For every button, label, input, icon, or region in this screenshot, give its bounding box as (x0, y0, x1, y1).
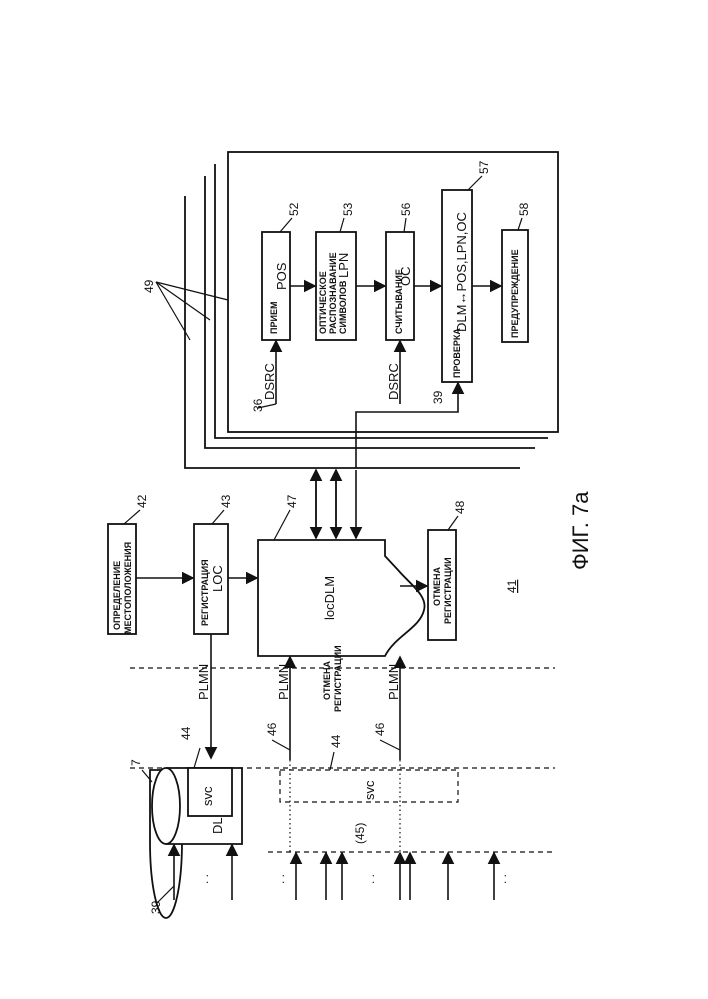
ref-42: 42 (135, 494, 149, 508)
opredelenie-line2: МЕСТОПОЛОЖЕНИЯ (123, 542, 133, 634)
ref-39-outer: 39 (149, 900, 163, 914)
ref-58: 58 (517, 202, 531, 216)
ocr-line1: ОПТИЧЕСКОЕ (318, 271, 328, 334)
plmn-bot: PLMN (386, 664, 401, 700)
ref-57: 57 (477, 160, 491, 174)
ref-46a: 46 (265, 722, 279, 736)
block-registraciya: РЕГИСТРАЦИЯ LOC 43 (136, 494, 233, 634)
ref-7: 7 (129, 759, 143, 766)
ref-46b: 46 (373, 722, 387, 736)
registraciya-line1: РЕГИСТРАЦИЯ (200, 559, 210, 626)
leader-48 (448, 516, 458, 530)
ref-52: 52 (287, 202, 301, 216)
dlm-top-ellipse (152, 768, 180, 844)
ref-48: 48 (453, 500, 467, 514)
registraciya-line2: LOC (210, 565, 225, 592)
block-locdlm: locDLM 47 (228, 494, 425, 656)
dots-a: . . (197, 874, 211, 884)
otmena-line2: РЕГИСТРАЦИИ (443, 557, 453, 624)
priem-line2: POS (274, 262, 289, 290)
leader-42 (124, 510, 140, 524)
ref-43: 43 (219, 494, 233, 508)
ref-45: (45) (353, 823, 367, 844)
leader-44-dashed (330, 752, 334, 770)
svc-dashed-label: svc (362, 780, 377, 800)
preduprezhdenie-line1: ПРЕДУПРЕЖДЕНИЕ (510, 249, 520, 338)
dsrc-bot: DSRC (386, 363, 401, 400)
opredelenie-line1: ОПРЕДЕЛЕНИЕ (112, 561, 122, 630)
ocr-line4: LPN (336, 253, 351, 278)
proverka-line1: ПРОВЕРКА (452, 328, 462, 378)
dots-b: . . (273, 874, 287, 884)
dots-d: . . (495, 874, 509, 884)
otmena-reg-line2: РЕГИСТРАЦИИ (333, 645, 343, 712)
locdlm-label: locDLM (322, 576, 337, 620)
ref-39-inner: 39 (431, 390, 445, 404)
otmena-reg-line1: ОТМЕНА (322, 661, 332, 700)
leader-43 (212, 510, 224, 524)
plmn-mid: PLMN (276, 664, 291, 700)
ref-47: 47 (285, 494, 299, 508)
schityvanie-line2: OC (398, 267, 413, 287)
otmena-line1: ОТМЕНА (432, 567, 442, 606)
block-opredelenie: ОПРЕДЕЛЕНИЕ МЕСТОПОЛОЖЕНИЯ 42 (108, 494, 149, 634)
locdlm-panel-links (316, 470, 356, 538)
priem-line1: ПРИЕМ (269, 302, 279, 334)
ref-56: 56 (399, 202, 413, 216)
locdlm-shape (258, 540, 425, 656)
ref-44-small: 44 (179, 726, 193, 740)
ref-49: 49 (142, 279, 156, 293)
dots-c: . . (363, 874, 377, 884)
dotted-connections (290, 760, 400, 852)
ref-53: 53 (341, 202, 355, 216)
incoming-lines: . . . . . . . . 39 (149, 845, 509, 914)
proverka-line2: DLM↔POS,LPN,OC (454, 212, 469, 332)
figure-caption: ФИГ. 7а (568, 491, 593, 570)
ref-41: 41 (505, 579, 519, 593)
plmn-top: PLMN (196, 664, 211, 700)
leader-47 (274, 510, 290, 540)
svc-small-label: svc (200, 786, 215, 806)
dlm-database: DLM svc 44 7 (129, 726, 242, 918)
dsrc-top: DSRC (262, 363, 277, 400)
ocr-line3: СИМВОЛОВ (338, 280, 348, 334)
leader-46b (380, 740, 400, 750)
leader-46a (272, 740, 290, 750)
ref-44-dashed: 44 (329, 734, 343, 748)
leader-44-small (194, 748, 200, 768)
ref-36: 36 (251, 398, 265, 412)
